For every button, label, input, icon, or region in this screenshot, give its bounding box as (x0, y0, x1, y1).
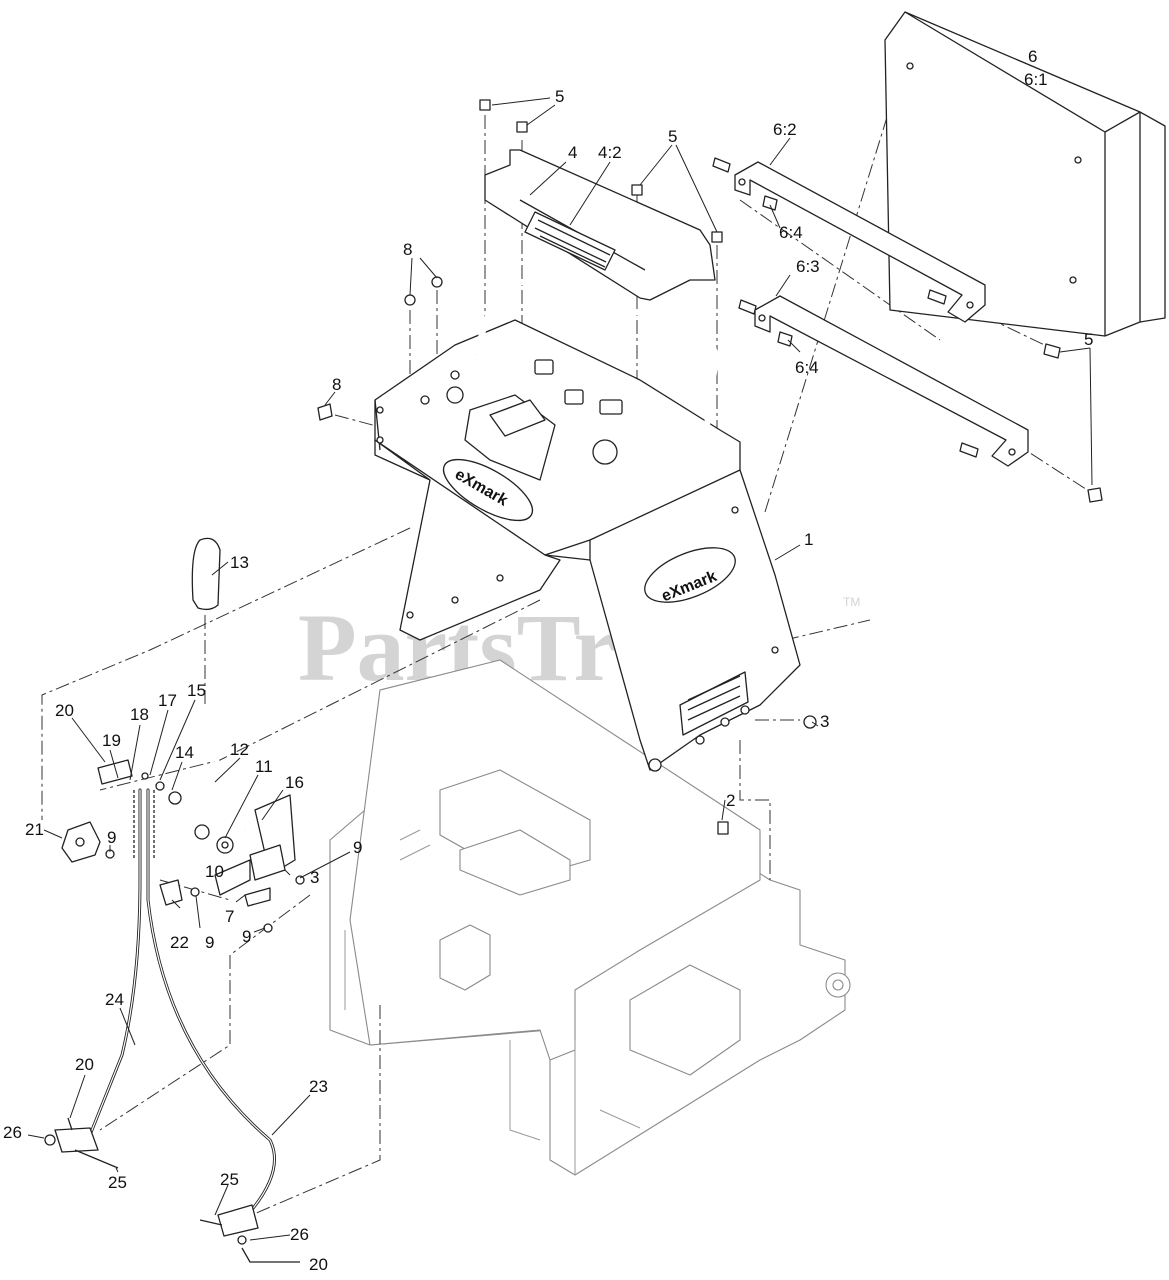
callout-15: 15 (187, 681, 206, 700)
hardware (317, 99, 1103, 835)
callout-8: 8 (403, 240, 412, 259)
callout-7: 7 (225, 907, 234, 926)
console-handle (472, 278, 719, 441)
callout-3: 3 (820, 712, 829, 731)
callout-12: 12 (230, 740, 249, 759)
callout-20: 20 (75, 1055, 94, 1074)
callout-9: 9 (242, 927, 251, 946)
callout-6-3: 6:3 (796, 257, 820, 276)
callout-25: 25 (220, 1170, 239, 1189)
mower-frame (329, 659, 851, 1176)
callout-19: 19 (102, 731, 121, 750)
callout-3: 3 (310, 868, 319, 887)
back-pad (884, 11, 1166, 337)
callout-16: 16 (285, 773, 304, 792)
callout-5: 5 (668, 127, 677, 146)
callouts: 6 6:1 5 6:2 4 4:2 5 6:4 8 6:3 5 6:4 8 1 … (3, 47, 1093, 1274)
callout-6-2: 6:2 (773, 120, 797, 139)
cables (44, 788, 300, 1263)
pad-bracket-lower (738, 295, 1029, 467)
control-lever-assembly (61, 697, 305, 933)
callout-8: 8 (332, 375, 341, 394)
pad-bracket-upper (712, 157, 986, 323)
callout-2: 2 (726, 791, 735, 810)
callout-6-4: 6:4 (795, 358, 819, 377)
decal-plate (484, 149, 716, 301)
callout-4: 4 (568, 143, 577, 162)
callout-6: 6 (1028, 47, 1037, 66)
callout-6-4: 6:4 (779, 223, 803, 242)
leader-lines (27, 97, 1093, 1241)
callout-13: 13 (230, 553, 249, 572)
callout-21: 21 (25, 820, 44, 839)
callout-20: 20 (309, 1255, 328, 1274)
callout-9: 9 (205, 933, 214, 952)
callout-4-2: 4:2 (598, 143, 622, 162)
callout-6-1: 6:1 (1024, 70, 1048, 89)
callout-14: 14 (175, 743, 194, 762)
callout-24: 24 (105, 990, 124, 1009)
callout-22: 22 (170, 933, 189, 952)
callout-9: 9 (107, 828, 116, 847)
callout-5: 5 (1084, 330, 1093, 349)
callout-9: 9 (353, 838, 362, 857)
callout-25: 25 (108, 1173, 127, 1192)
callout-11: 11 (255, 757, 273, 776)
control-knob (191, 537, 221, 611)
console-housing: eXmark eXmark (374, 319, 801, 772)
watermark-trademark: TM (843, 595, 860, 609)
callout-18: 18 (130, 705, 149, 724)
callout-23: 23 (309, 1077, 328, 1096)
callout-17: 17 (158, 691, 177, 710)
callout-20: 20 (55, 701, 74, 720)
callout-5: 5 (555, 87, 564, 106)
callout-10: 10 (205, 862, 224, 881)
callout-1: 1 (804, 530, 813, 549)
callout-26: 26 (290, 1225, 309, 1244)
callout-26: 26 (3, 1123, 22, 1142)
